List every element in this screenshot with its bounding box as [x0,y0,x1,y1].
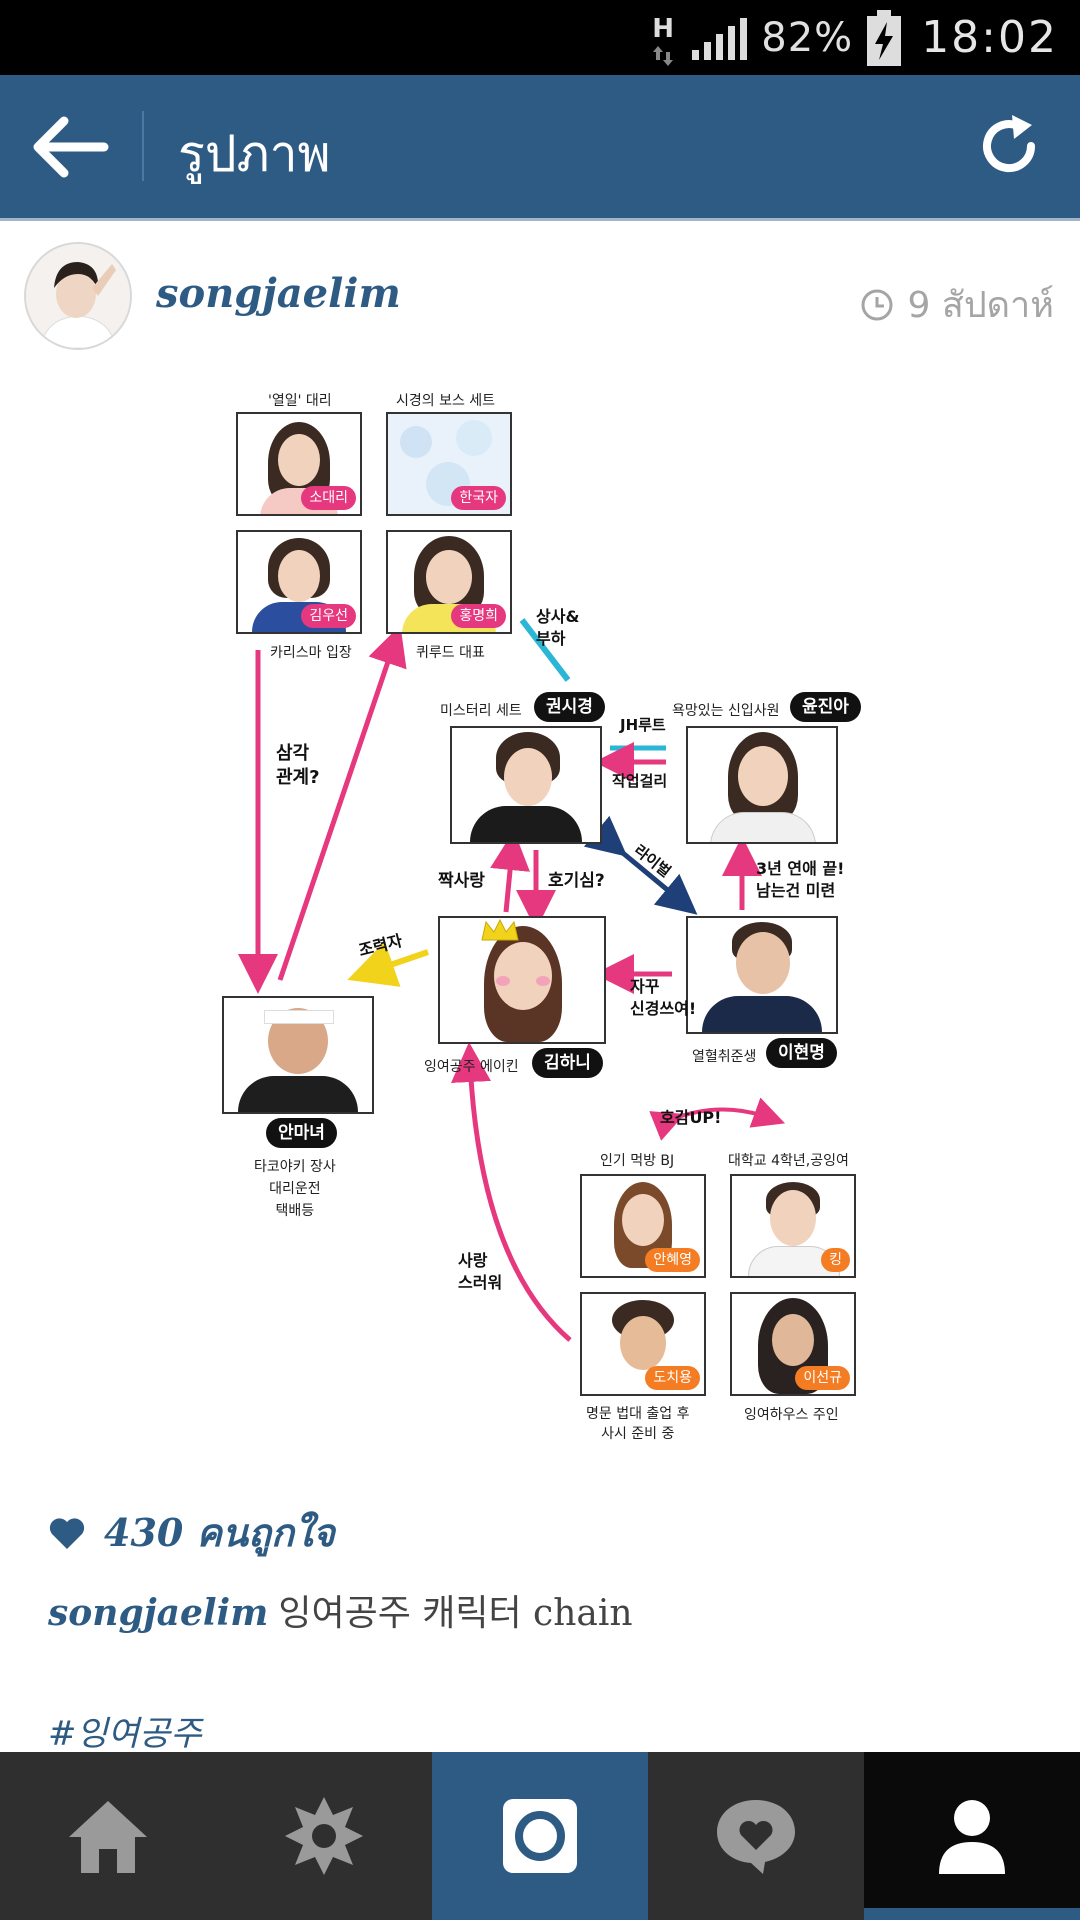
battery-percent: 82% [761,14,854,61]
tag-an-manyeo: 안마녀 [266,1118,337,1148]
tag-hong-myeonghui: 홍명희 [451,604,506,628]
nav-activity[interactable] [648,1752,864,1920]
data-arrows-icon [653,45,674,66]
tag-lee-hyeonmyeong: 이현명 [766,1038,837,1068]
note-work: 작업걸리 [612,772,668,790]
note-lovely: 사랑 스러워 [458,1251,503,1292]
note-ex: 3년 연애 끝! 남는건 미련 [756,859,845,900]
caption-ambitious: 욕망있는 신입사원 [672,703,780,719]
likes-count[interactable]: 430 คนถูกใจ [48,1502,335,1563]
tag-kim-hani: 김하니 [532,1048,603,1078]
refresh-button[interactable] [974,111,1044,181]
bottom-nav [0,1752,1080,1920]
caption-mystery: 미스터리 세트 [440,703,522,719]
tag-lee-seongyu: 이선규 [795,1366,850,1390]
note-boss: 상사& 부하 [536,607,580,648]
photo-yoon-jina [686,726,838,844]
action-bar-shadow [0,218,1080,221]
nav-camera[interactable] [432,1752,648,1920]
caption-takoyaki: 타코야키 장사 대리운전 택배등 [254,1159,336,1219]
nav-explore[interactable] [216,1752,432,1920]
tag-kim-useon: 김우선 [301,604,356,628]
network-type-label: H [652,13,675,44]
photo-hong-myeonghui: 홍명희 [386,530,512,634]
status-bar: H 82% 18:02 [0,0,1080,75]
post-username[interactable]: songjaelim [156,270,401,317]
caption-surplus-princess: 잉여공주 에이킨 [424,1059,519,1075]
avatar-photo [26,244,130,348]
photo-king: 킹 [730,1174,856,1278]
note-jh-route: JH루트 [620,716,666,734]
post-timestamp: 9 สัปดาห์ [860,276,1055,333]
photo-kim-useon: 김우선 [236,530,362,634]
caption-law-school: 명문 법대 출업 후 사시 준비 중 [586,1406,690,1442]
nav-active-indicator [864,1908,1080,1920]
camera-icon [503,1799,577,1873]
activity-heart-icon [717,1800,795,1874]
tag-king: 킹 [821,1248,850,1272]
signal-strength-icon [692,16,748,60]
caption-mukbang: 인기 먹방 BJ [600,1153,675,1169]
photo-so-daeri: 소대리 [236,412,362,516]
caption-username[interactable]: songjaelim [48,1592,269,1634]
refresh-icon [983,115,1036,173]
relationship-arrows [238,618,786,1342]
back-button[interactable] [28,111,118,183]
crown-icon [481,918,519,941]
tag-an-hyeyeong: 안혜영 [645,1248,700,1272]
caption-daepyo: 퀴루드 대표 [416,645,485,661]
tag-yoon-jina: 윤진아 [790,692,861,722]
nav-profile[interactable] [864,1752,1080,1920]
profile-icon [939,1800,1005,1874]
caption-top-right: 시경의 보스 세트 [396,393,496,409]
note-triangle: 삼각 관계? [276,743,320,788]
page-title: รูปภาพ [178,125,331,183]
post-time-ago: 9 สัปดาห์ [907,285,1055,326]
photo-kim-hani [438,916,606,1044]
action-bar-divider [142,111,144,181]
photo-kwon-sikyeong [450,726,602,844]
caption-job-seeker: 열혈취준생 [692,1049,757,1065]
arrow-left-icon [33,116,109,178]
explore-icon [285,1797,363,1875]
avatar[interactable] [24,242,132,350]
photo-lee-hyeonmyeong [686,916,838,1034]
tag-do-chiyong: 도치용 [645,1366,700,1390]
tag-han-gukja: 한국자 [451,486,506,510]
caption-senior: 대학교 4학년,공잉여 [728,1153,849,1169]
home-icon [69,1801,147,1873]
clock-icon [861,289,892,320]
note-bothered: 자꾸 신경쓰여! [630,977,697,1018]
tag-kwon-sikyeong: 권시경 [534,692,605,722]
photo-lee-seongyu: 이선규 [730,1292,856,1396]
caption-top-left: '열일' 대리 [268,393,332,409]
note-crush: 짝사랑 [438,871,485,891]
caption-house-owner: 잉여하우스 주인 [744,1407,839,1423]
heart-icon [49,1517,85,1549]
tag-so-daeri: 소대리 [301,486,356,510]
note-curious: 호기심? [548,871,605,891]
photo-an-hyeyeong: 안혜영 [580,1174,706,1278]
network-type-indicator: H [648,8,678,68]
photo-do-chiyong: 도치용 [580,1292,706,1396]
photo-han-gukja: 한국자 [386,412,512,516]
clock: 18:02 [921,12,1058,63]
action-bar: รูปภาพ [0,75,1080,218]
battery-charging-icon [867,9,902,66]
photo-an-manyeo [222,996,374,1114]
caption-text: 잉여공주 캐릭터 chain [278,1593,633,1634]
likes-text: 430 คนถูกใจ [104,1510,335,1555]
post-hashtag[interactable]: #잉여공주 [48,1714,202,1754]
post-image[interactable]: '열일' 대리 시경의 보스 세트 소대리 한국자 김우선 홍명희 카리스마 입… [0,362,1080,1462]
note-like-up: 호감UP! [660,1108,722,1127]
nav-home[interactable] [0,1752,216,1920]
caption-charisma: 카리스마 입장 [270,645,352,661]
